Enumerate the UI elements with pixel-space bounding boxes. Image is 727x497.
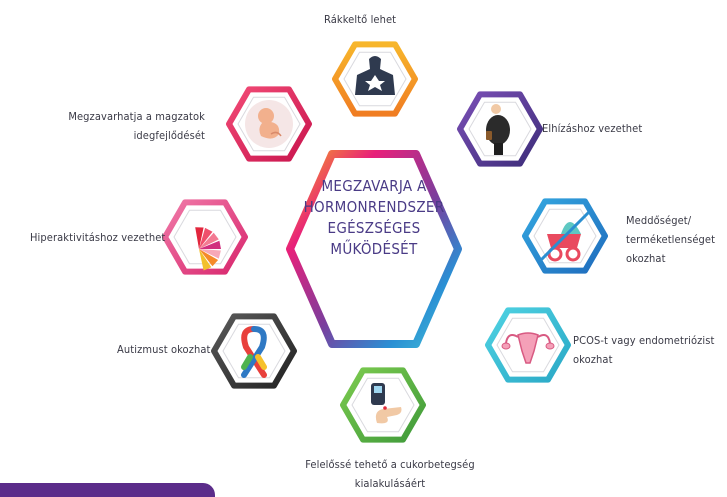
node-inner-hexagon <box>351 377 415 433</box>
node-inner-hexagon <box>222 323 286 379</box>
node-diabetes <box>340 367 426 443</box>
center-title-line: MEGZAVARJA A <box>321 177 427 195</box>
label-pcos: PCOS-t vagy endometriózist okozhat <box>573 334 715 366</box>
center-hexagon <box>286 150 462 348</box>
obese-man-icon <box>486 104 510 155</box>
center-title-line: HORMONRENDSZER <box>303 198 445 216</box>
center-title-line: MŰKÖDÉSÉT <box>330 240 418 258</box>
node-infertility <box>522 198 608 274</box>
node-autism <box>211 313 297 389</box>
node-cancer <box>332 41 418 117</box>
label-autism: Autizmust okozhat <box>117 343 211 356</box>
label-infertility: Meddőséget/ terméketlenséget okozhat <box>626 214 716 265</box>
node-obesity <box>457 91 543 167</box>
footer-bar <box>0 483 215 497</box>
puzzle-ribbon-icon <box>241 326 267 378</box>
center-title-line: EGÉSZSÉGES <box>327 219 421 237</box>
center-title: MEGZAVARJA A HORMONRENDSZER EGÉSZSÉGES M… <box>298 176 450 260</box>
crossed-baby-stroller-icon <box>539 210 591 262</box>
petal-fan-icon <box>195 227 221 271</box>
label-obesity: Elhízáshoz vezethet <box>542 122 643 135</box>
label-cancer: Rákkeltő lehet <box>324 13 397 26</box>
fetus-icon <box>245 100 293 148</box>
glucose-meter-icon <box>371 383 402 424</box>
label-diabetes: Felelőssé tehető a cukorbetegség kialaku… <box>305 458 475 490</box>
label-hyperactivity: Hiperaktivitáshoz vezethet <box>30 231 166 244</box>
node-pcos <box>485 307 571 383</box>
node-fetus <box>226 86 312 162</box>
lungs-cancer-icon <box>355 56 395 95</box>
node-hyperactivity <box>162 199 248 275</box>
uterus-icon <box>501 332 555 364</box>
label-fetus: Megzavarhatja a magzatok idegfejlődését <box>68 110 205 142</box>
